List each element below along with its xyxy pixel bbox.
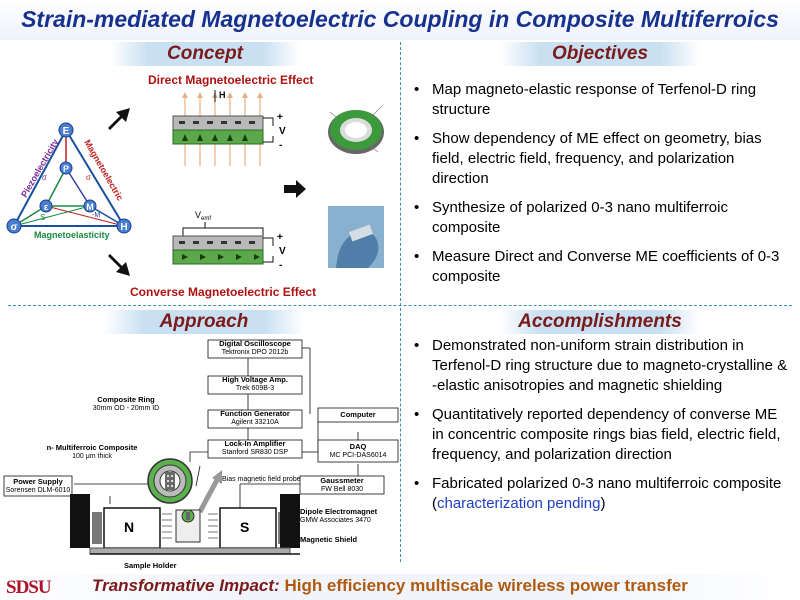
- inner-m-label: M: [86, 202, 94, 212]
- inner-p-label: P: [63, 164, 69, 174]
- electromagnet-render: [70, 494, 300, 555]
- impact-text: High efficiency multiscale wireless powe…: [284, 576, 688, 595]
- objective-item: Show dependency of ME effect on geometry…: [408, 129, 792, 189]
- accomplishments-heading: Accomplishments: [500, 310, 700, 334]
- composite-ring-render: [147, 458, 193, 504]
- inner-epsilon-node: ε: [39, 199, 53, 213]
- vertex-sigma-label: σ: [11, 222, 18, 233]
- direct-h-label: H: [219, 90, 226, 100]
- impact-label: Transformative Impact:: [92, 576, 280, 595]
- direct-me-effect-diagram: H + V -: [172, 90, 286, 166]
- vertical-divider: [400, 42, 401, 562]
- pole-s-label: S: [240, 519, 249, 535]
- objective-item: Measure Direct and Converse ME coefficie…: [408, 247, 792, 287]
- accomplishments-list: Demonstrated non-uniform strain distribu…: [408, 336, 792, 523]
- inner-epsilon-label: ε: [44, 202, 49, 212]
- small-sigma-left: σ: [42, 173, 47, 182]
- small-dm-label: -M: [92, 212, 100, 219]
- converse-effect-label: Converse Magnetoelectric Effect: [130, 285, 317, 299]
- inner-m-node: M: [83, 199, 97, 213]
- direct-v: V: [279, 126, 286, 137]
- approach-heading: Approach: [104, 310, 304, 334]
- concept-heading: Concept: [110, 42, 300, 66]
- hv-amp-box-label: High Voltage Amp.Trek 609B-3: [222, 375, 288, 393]
- vertex-h-node: H: [116, 218, 132, 234]
- converse-minus: -: [279, 260, 282, 271]
- arrow-down-right-icon: [108, 254, 130, 276]
- pole-n-label: N: [124, 519, 134, 535]
- accomplishment-item: Fabricated polarized 0-3 nano multiferro…: [408, 474, 792, 514]
- accomplishment-item: Quantitatively reported dependency of co…: [408, 405, 792, 465]
- poster-title: Strain-mediated Magnetoelectric Coupling…: [0, 0, 800, 40]
- ferroic-triangle-diagram: E σ H P ε M Piezoelectricity Magnetoelec…: [6, 122, 132, 240]
- direct-minus: -: [279, 140, 282, 151]
- objectives-heading: Objectives: [500, 42, 700, 66]
- objective-item: Map magneto-elastic response of Terfenol…: [408, 80, 792, 120]
- direct-effect-label: Direct Magnetoelectric Effect: [148, 73, 314, 87]
- transformative-impact: Transformative Impact: High efficiency m…: [92, 576, 688, 596]
- vertex-e-label: E: [63, 126, 70, 137]
- ring-sample-photo: [318, 92, 394, 162]
- bias-field-probe-label: Bias magnetic field probe: [222, 476, 301, 483]
- magnetic-shield-label: Magnetic Shield: [300, 535, 358, 544]
- sample-holder-label: Sample Holder: [124, 561, 177, 570]
- objective-item: Synthesize of polarized 0-3 nano multife…: [408, 198, 792, 238]
- converse-me-effect-diagram: Vemf + V -: [172, 210, 286, 271]
- converse-v: V: [279, 246, 286, 257]
- computer-box-label: Computer: [340, 410, 376, 419]
- vertex-e-node: E: [58, 122, 74, 138]
- magnetoelasticity-edge-label: Magnetoelasticity: [34, 230, 110, 240]
- vertex-h-label: H: [120, 222, 127, 233]
- composite-sample-photo: [328, 206, 384, 268]
- characterization-pending-text: characterization pending: [437, 495, 601, 512]
- direct-plus: +: [277, 112, 283, 123]
- sdsu-logo: SDSU: [6, 577, 52, 598]
- inner-p-node: P: [59, 161, 73, 175]
- converse-plus: +: [277, 232, 283, 243]
- objectives-list: Map magneto-elastic response of Terfenol…: [408, 80, 792, 296]
- small-s-label: S: [40, 213, 45, 222]
- vertex-sigma-node: σ: [6, 218, 22, 234]
- converse-vemf-label: Vemf: [195, 210, 211, 222]
- small-sigma-right: σ: [86, 173, 91, 182]
- experimental-setup-diagram: N S: [3, 339, 399, 555]
- footer-bar: [0, 574, 800, 600]
- accomplishment-item: Demonstrated non-uniform strain distribu…: [408, 336, 792, 396]
- horizontal-divider: [8, 305, 792, 306]
- arrow-right-icon: [284, 180, 306, 198]
- arrow-up-right-icon: [108, 108, 130, 130]
